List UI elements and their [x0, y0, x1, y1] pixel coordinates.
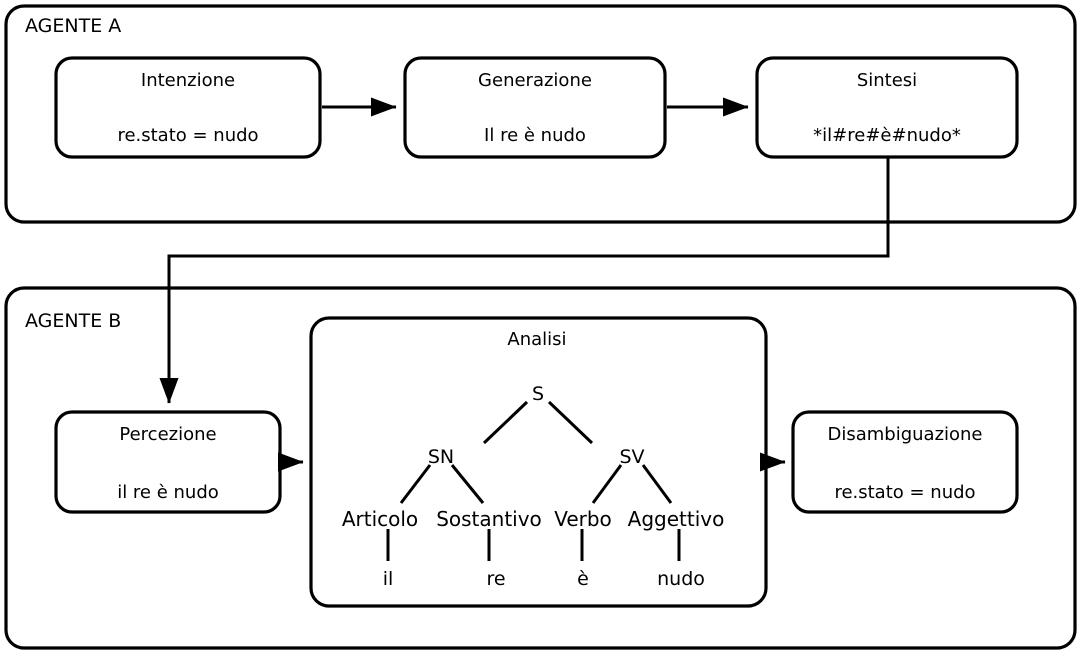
agent-b-frame — [4, 286, 1077, 650]
node-sintesi-title: Sintesi — [857, 70, 917, 91]
agent-a-container: AGENTE A — [4, 4, 1077, 224]
tree-pos-verbo: Verbo — [554, 507, 612, 531]
agent-a-frame — [4, 4, 1077, 224]
agent-a-label: AGENTE A — [25, 15, 121, 37]
node-intenzione-title: Intenzione — [141, 70, 235, 91]
node-percezione-title: Percezione — [119, 424, 216, 445]
node-disambiguazione-title: Disambiguazione — [827, 424, 982, 445]
node-disambiguazione-value: re.stato = nudo — [834, 482, 975, 503]
tree-leaf-nudo: nudo — [657, 568, 705, 590]
tree-leaf-e: è — [577, 568, 589, 590]
node-sintesi-box[interactable] — [755, 56, 1019, 159]
tree-pos-sostantivo: Sostantivo — [436, 507, 542, 531]
node-percezione[interactable]: Percezione il re è nudo — [54, 410, 282, 514]
node-intenzione[interactable]: Intenzione re.stato = nudo — [54, 56, 322, 159]
tree-leaf-il: il — [383, 568, 394, 590]
node-disambiguazione-box[interactable] — [791, 410, 1019, 514]
tree-pos-aggettivo: Aggettivo — [628, 507, 725, 531]
arrow-sintesi-to-percezione — [159, 158, 890, 404]
tree-edge-sv-aggettivo — [641, 464, 673, 504]
tree-edge-sn-sostantivo — [450, 464, 485, 504]
node-generazione-value: Il re è nudo — [484, 125, 586, 146]
node-generazione-title: Generazione — [478, 70, 592, 91]
agent-b-label: AGENTE B — [25, 310, 121, 332]
node-generazione[interactable]: Generazione Il re è nudo — [403, 56, 667, 159]
analysis-box[interactable] — [309, 316, 768, 608]
node-sintesi-value: *il#re#è#nudo* — [813, 125, 961, 146]
node-disambiguazione[interactable]: Disambiguazione re.stato = nudo — [791, 410, 1019, 514]
analysis-container[interactable]: Analisi S SN SV Articolo Sostantivo Verb… — [309, 316, 768, 608]
node-intenzione-box[interactable] — [54, 56, 322, 159]
node-generazione-box[interactable] — [403, 56, 667, 159]
node-percezione-value: il re è nudo — [117, 482, 219, 503]
tree-edge-sn-articolo — [399, 464, 432, 504]
tree-node-s: S — [532, 383, 544, 405]
tree-edge-s-sv — [547, 400, 594, 445]
tree-node-sv: SV — [619, 446, 644, 468]
node-sintesi[interactable]: Sintesi *il#re#è#nudo* — [755, 56, 1019, 159]
tree-pos-articolo: Articolo — [342, 507, 418, 531]
tree-node-sn: SN — [428, 446, 454, 468]
agent-b-container: AGENTE B — [4, 286, 1077, 650]
analysis-title: Analisi — [507, 329, 566, 350]
node-intenzione-value: re.stato = nudo — [117, 125, 258, 146]
tree-leaf-re: re — [486, 568, 505, 590]
tree-edge-s-sn — [482, 400, 529, 445]
tree-edge-sv-verbo — [591, 464, 623, 504]
